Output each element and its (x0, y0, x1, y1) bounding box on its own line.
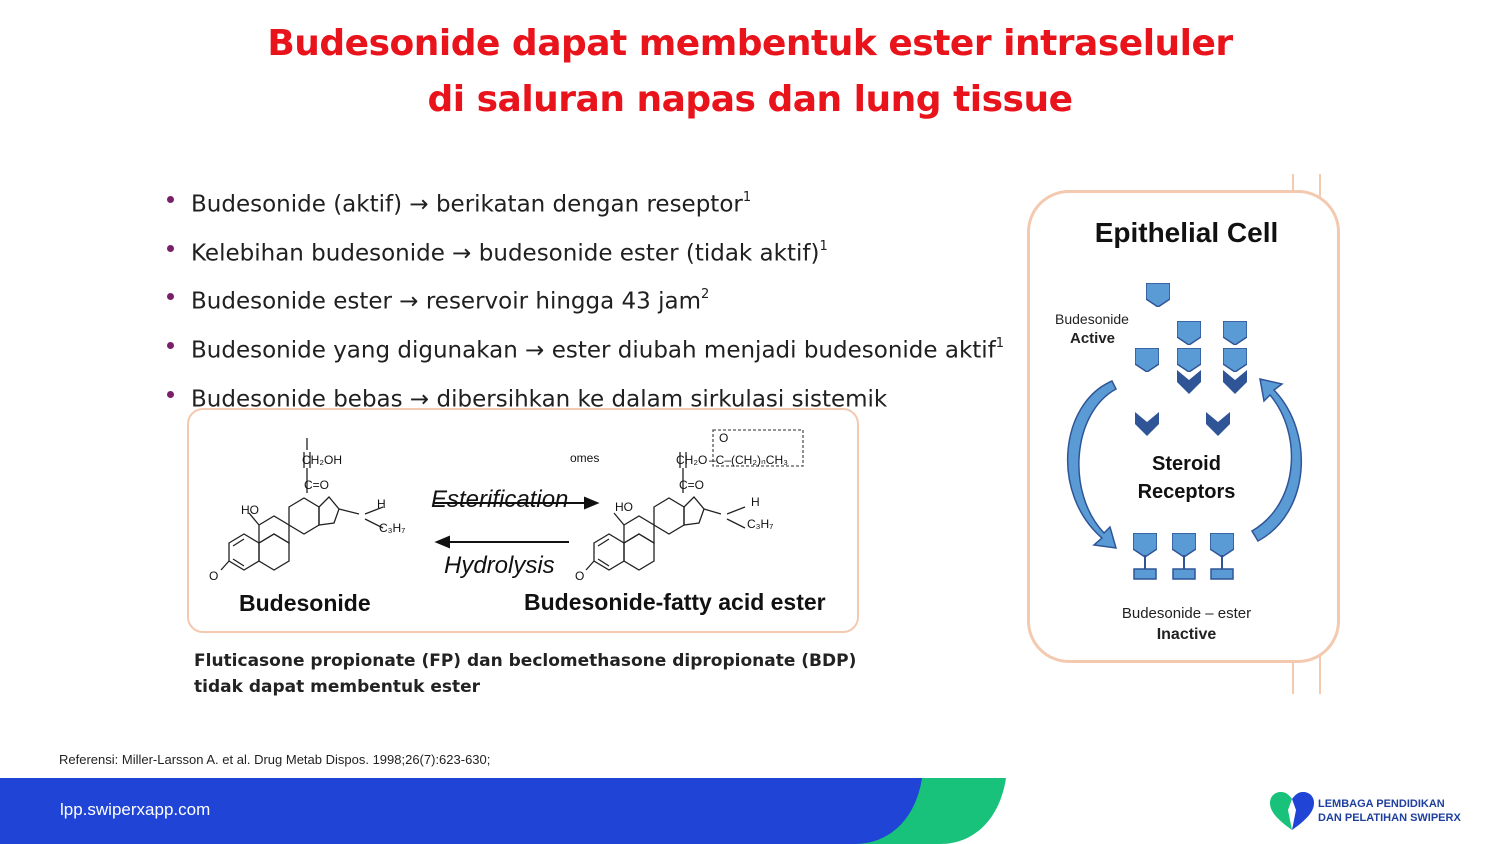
bullet-item: Budesonide (aktif) → berikatan dengan re… (165, 178, 1015, 227)
chem-label: O (719, 431, 728, 445)
bullet-text: Kelebihan budesonide → budesonide ester … (191, 240, 820, 267)
bullet-item: Budesonide yang digunakan → ester diubah… (165, 324, 1015, 373)
chem-label: H (377, 497, 386, 511)
epithelial-cell-diagram: Epithelial Cell Budesonide Active Steroi… (1027, 190, 1340, 663)
swiperx-logo: LEMBAGA PENDIDIKAN DAN PELATIHAN SWIPERX (1268, 790, 1478, 834)
reaction-arrows (434, 496, 600, 549)
chem-label: H (751, 495, 760, 509)
bullet-text: Budesonide yang digunakan → ester diubah… (191, 337, 996, 364)
chem-label: CH₂O (676, 453, 707, 467)
footer-url[interactable]: lpp.swiperxapp.com (60, 800, 211, 819)
chem-label: C=O (304, 478, 329, 492)
slide-title: Budesonide dapat membentuk ester intrase… (0, 16, 1500, 128)
title-line-1: Budesonide dapat membentuk ester intrase… (267, 23, 1233, 64)
esterification-diagram: CH₂OH C=O HO H C₃H₇ O omes O CH₂O –C–(CH… (209, 429, 804, 583)
bullet-item: Budesonide bebas → dibersihkan ke dalam … (165, 373, 1015, 422)
receptors-label-line2: Receptors (1137, 481, 1236, 503)
chemistry-panel: CH₂OH C=O HO H C₃H₇ O omes O CH₂O –C–(CH… (187, 408, 859, 633)
footnote: Fluticasone propionate (FP) dan beclomet… (194, 651, 857, 697)
ester-structure (585, 429, 804, 571)
logo-text-line2: DAN PELATIHAN SWIPERX (1318, 812, 1461, 824)
bullet-ref: 1 (742, 190, 752, 205)
active-label-line1: Budesonide (1055, 311, 1129, 327)
bullet-ref: 2 (701, 287, 710, 303)
chem-label: C₃H₇ (747, 517, 773, 531)
active-label-line2: Active (1070, 330, 1116, 347)
footer-band (0, 778, 1006, 844)
active-molecules (1135, 283, 1247, 436)
bullet-text: Budesonide ester → reservoir hingga 43 j… (191, 288, 701, 315)
budesonide-structure (220, 438, 384, 571)
cell-graphics (1066, 283, 1302, 580)
bullet-text: Budesonide (aktif) → berikatan dengan re… (191, 191, 743, 218)
chem-label: omes (570, 451, 599, 465)
bullet-text: Budesonide bebas → dibersihkan ke dalam … (191, 386, 888, 413)
chem-label: HO (241, 503, 259, 517)
chem-label: C=O (679, 478, 704, 492)
ester-label: Budesonide-fatty acid ester (524, 589, 826, 615)
budesonide-label: Budesonide (239, 590, 371, 616)
bullet-item: Budesonide ester → reservoir hingga 43 j… (165, 275, 1015, 324)
inactive-ester-molecules (1133, 533, 1234, 580)
inactive-label-line1: Budesonide – ester (1121, 605, 1252, 622)
cell-title: Epithelial Cell (1094, 217, 1279, 248)
chem-label: C₃H₇ (379, 521, 405, 535)
chem-label: –C–(CH₂)ₙCH₃ (709, 453, 788, 467)
bullet-ref: 1 (995, 335, 1005, 351)
cycle-arrows (1066, 378, 1302, 549)
reference-text: Referensi: Miller-Larsson A. et al. Drug… (59, 752, 491, 767)
logo-text-line1: LEMBAGA PENDIDIKAN (1318, 798, 1445, 810)
inactive-label-line2: Inactive (1156, 626, 1217, 643)
hydrolysis-label: Hydrolysis (444, 552, 555, 579)
title-line-2: di saluran napas dan lung tissue (427, 79, 1073, 120)
bullet-list: Budesonide (aktif) → berikatan dengan re… (165, 178, 1015, 421)
chem-label: O (575, 569, 584, 583)
heart-logo-icon (1270, 792, 1314, 830)
bullet-ref: 1 (819, 238, 828, 254)
chem-label: HO (615, 500, 633, 514)
bullet-item: Kelebihan budesonide → budesonide ester … (165, 227, 1015, 276)
receptors-label-line1: Steroid (1152, 453, 1221, 475)
esterification-label: Esterification (431, 486, 569, 513)
chem-label: O (209, 569, 218, 583)
chem-label: CH₂OH (302, 453, 342, 467)
